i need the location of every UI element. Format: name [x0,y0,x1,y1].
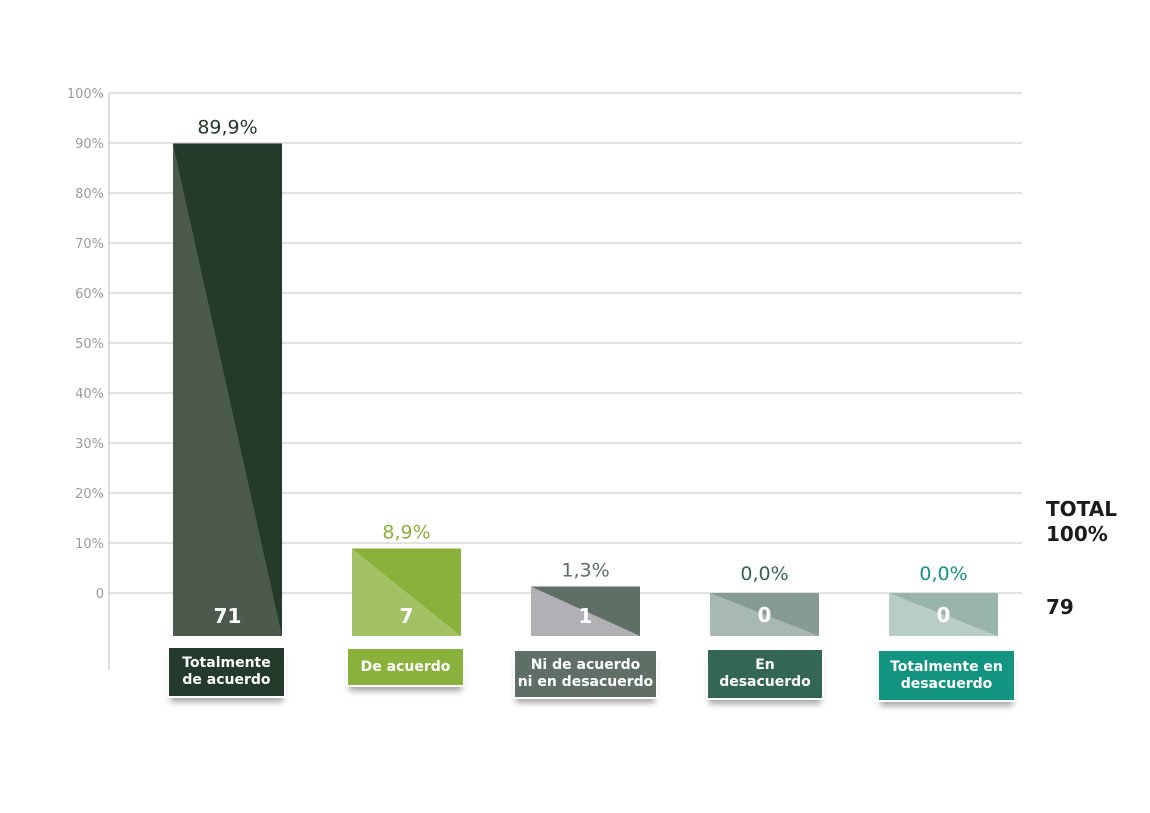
bar-value-label: 0,0% [919,563,967,585]
y-tick-label: 0 [96,587,104,602]
bar-4: 0 0,0% [889,563,998,636]
category-label-line: En desacuerdo [719,657,811,690]
total-count: 79 [1046,595,1074,619]
y-tick-label: 10% [75,537,104,552]
category-label-line: ni en desacuerdo [517,674,654,690]
bar-shade [531,586,640,636]
bar-shade [710,593,819,636]
bars: 71 89,9% 7 8,9% 1 1,3% 0 0,0% 0 0,0% [173,117,998,636]
y-tick-label: 70% [75,237,104,252]
y-tick-label: 80% [75,187,104,202]
bar-shade [352,548,461,636]
category-label: De acuerdo [346,647,465,687]
y-axis-ticks: 0 10% 20% 30% 40% 50% 60% 70% 80% 90% 100% [67,87,104,602]
bar-count-label: 0 [937,603,951,627]
bar-count-label: 7 [400,604,414,628]
y-tick-label: 50% [75,337,104,352]
y-tick-label: 60% [75,287,104,302]
category-label: En desacuerdo [706,648,824,700]
y-tick-label: 90% [75,137,104,152]
total-percent: 100% [1046,522,1108,546]
bar-shade [889,593,998,636]
y-tick-label: 40% [75,387,104,402]
category-label-line: De acuerdo [360,658,451,675]
category-label-line: Ni de acuerdo [530,657,641,673]
y-tick-label: 20% [75,487,104,502]
bar-value-label: 0,0% [740,563,788,585]
bar-0: 71 89,9% [173,117,282,636]
bar-shade [173,143,282,636]
bar-count-label: 71 [214,604,242,628]
bar-count-label: 1 [579,604,593,628]
category-label-line: de acuerdo [182,672,271,688]
bar-2: 1 1,3% [531,560,640,636]
bar-value-label: 8,9% [382,522,430,544]
y-tick-label: 100% [67,87,104,102]
category-label-line: Totalmente en [890,658,1003,675]
category-label-line: Totalmente [182,655,271,671]
bar-value-label: 1,3% [561,560,609,582]
total-label: TOTAL [1046,497,1117,521]
category-label-line: desacuerdo [900,675,993,692]
bar-1: 7 8,9% [352,522,461,636]
bar-value-label: 89,9% [197,117,257,139]
bar-3: 0 0,0% [710,563,819,636]
bar-count-label: 0 [758,603,772,627]
y-tick-label: 30% [75,437,104,452]
